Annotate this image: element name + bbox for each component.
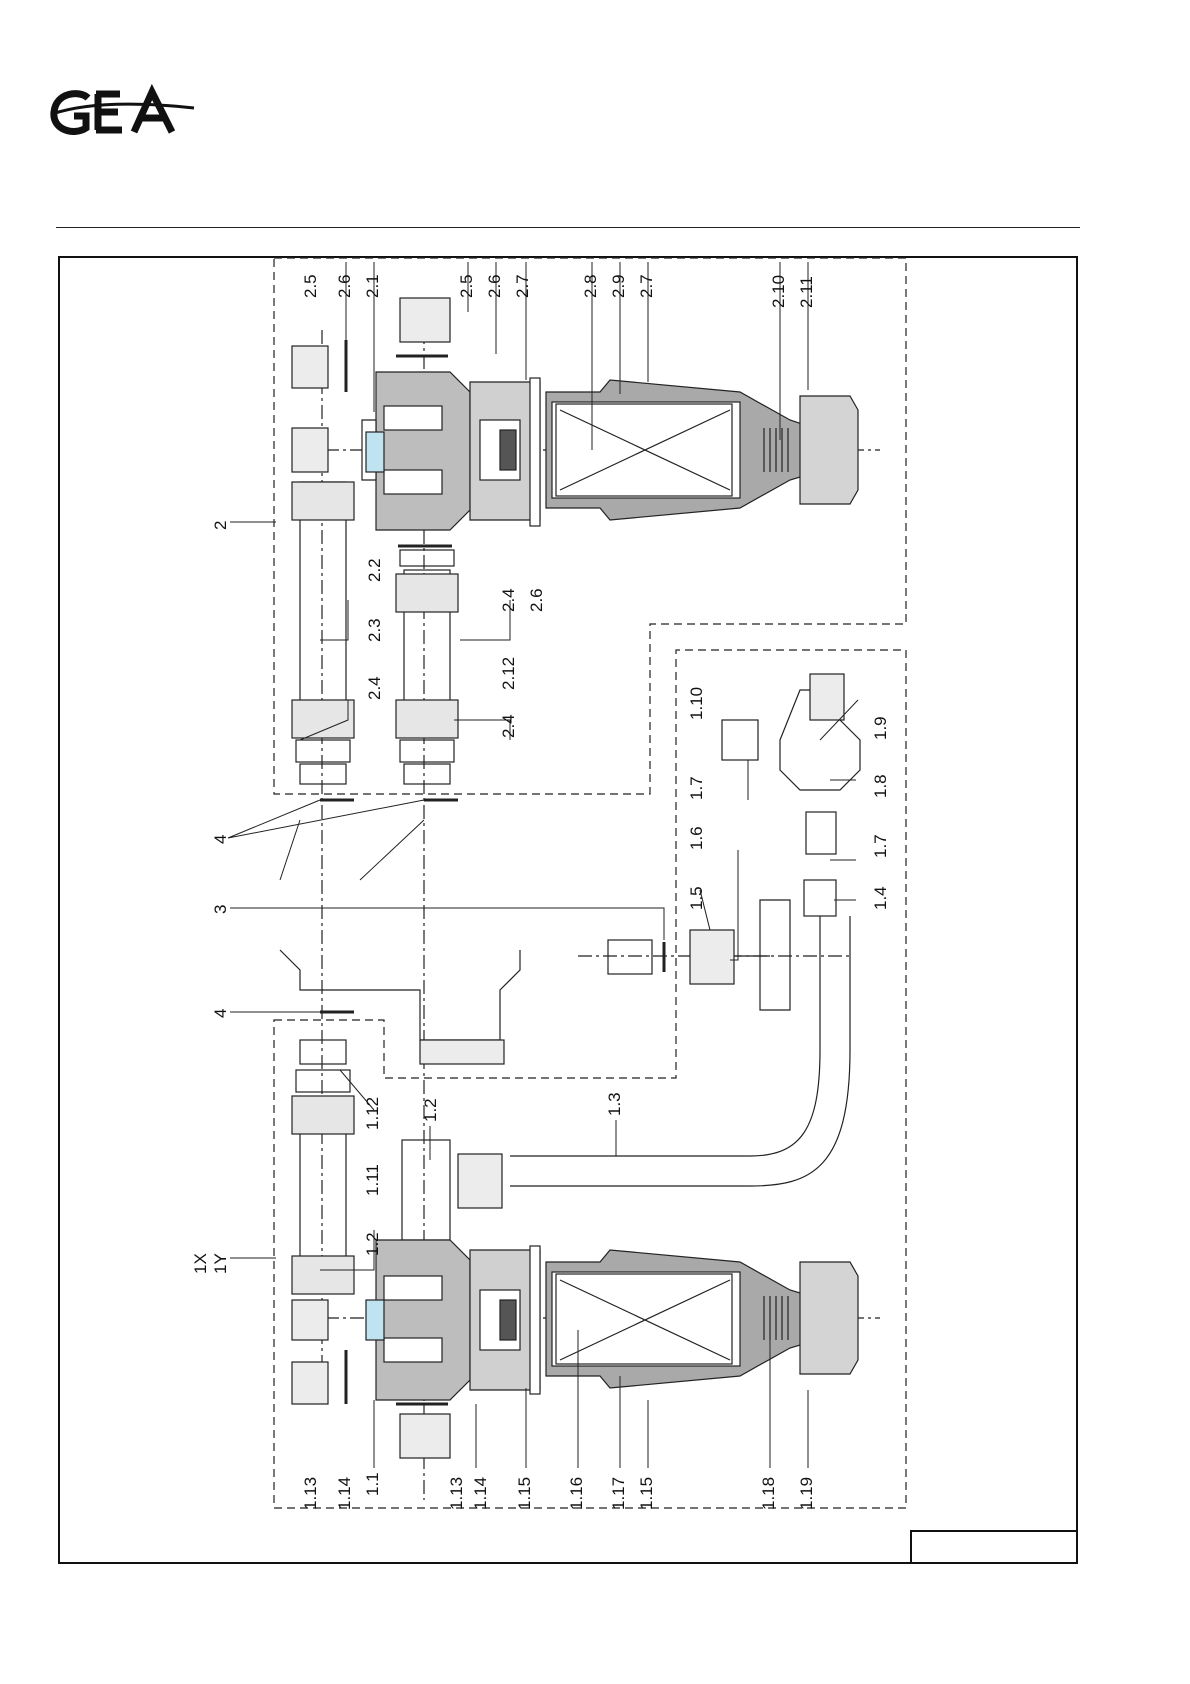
callout-1-13b: 1.13 (447, 1477, 466, 1510)
callout-2-2: 2.2 (365, 558, 384, 582)
callout-2-10: 2.10 (769, 275, 788, 308)
upper-housing (546, 380, 858, 520)
callout-2-7a: 2.7 (513, 274, 532, 298)
callout-1-11: 1.11 (363, 1164, 382, 1196)
tee-1-2 (402, 1140, 450, 1240)
callout-2-3: 2.3 (365, 618, 384, 642)
callout-1-7a: 1.7 (687, 776, 706, 800)
callout-1-1: 1.1 (363, 1472, 382, 1496)
callout-1-14a: 1.14 (335, 1477, 354, 1510)
callout-2-6a: 2.6 (335, 274, 354, 298)
callout-1-6: 1.6 (687, 826, 706, 850)
callout-1-17: 1.17 (609, 1477, 628, 1510)
callout-1-16: 1.16 (567, 1477, 586, 1510)
callout-1y: 1Y (211, 1253, 230, 1274)
callout-4a: 4 (211, 835, 230, 844)
callout-1-7b: 1.7 (871, 834, 890, 858)
callout-1-14b: 1.14 (471, 1477, 490, 1510)
part-1-4 (804, 880, 836, 916)
plug-2-5a (292, 346, 328, 388)
callout-2-4a: 2.4 (499, 588, 518, 612)
callout-2-6c: 2.6 (527, 588, 546, 612)
callout-2: 2 (211, 521, 230, 530)
callout-1-18: 1.18 (759, 1477, 778, 1510)
plug-1-13b (400, 1414, 450, 1458)
nut-1-5 (690, 930, 734, 984)
callout-1-8: 1.8 (871, 774, 890, 798)
callout-1-15b: 1.15 (637, 1477, 656, 1510)
callout-2-11: 2.11 (797, 276, 816, 308)
middle-flange (280, 950, 520, 1040)
lower-valve-body (366, 1240, 540, 1400)
callout-1-9: 1.9 (871, 716, 890, 740)
callout-2-5a: 2.5 (301, 274, 320, 298)
group-1-boundary (274, 650, 906, 1508)
callout-2-12: 2.12 (499, 657, 518, 690)
callout-2-1: 2.1 (363, 274, 382, 298)
callout-2-8: 2.8 (581, 274, 600, 298)
upper-valve-body (362, 372, 540, 530)
callout-1-2a: 1.2 (421, 1098, 440, 1122)
callout-1-13a: 1.13 (301, 1477, 320, 1510)
callout-2-6b: 2.6 (485, 274, 504, 298)
callout-1-12: 1.12 (363, 1097, 382, 1130)
callout-1-4: 1.4 (871, 886, 890, 910)
callout-1-5: 1.5 (687, 886, 706, 910)
callout-1-19: 1.19 (797, 1477, 816, 1510)
callout-2-5b: 2.5 (457, 274, 476, 298)
callout-1-15a: 1.15 (515, 1477, 534, 1510)
plug-1-13a (292, 1362, 328, 1404)
callout-4b: 4 (211, 1009, 230, 1018)
plug-2-5b (400, 298, 450, 342)
part-1-8 (806, 812, 836, 854)
connector-1-4-5 (608, 940, 652, 974)
callout-2-7b: 2.7 (637, 274, 656, 298)
part-1-10 (722, 720, 758, 760)
callout-1x: 1X (191, 1253, 210, 1274)
callout-2-4b: 2.4 (365, 676, 384, 700)
callout-1-3: 1.3 (605, 1092, 624, 1116)
callout-1-2b: 1.2 (363, 1232, 382, 1256)
callout-1-10: 1.10 (687, 687, 706, 720)
lower-housing (546, 1250, 858, 1388)
callout-2-9: 2.9 (609, 274, 628, 298)
callout-3: 3 (211, 905, 230, 914)
callout-2-4c: 2.4 (499, 714, 518, 738)
